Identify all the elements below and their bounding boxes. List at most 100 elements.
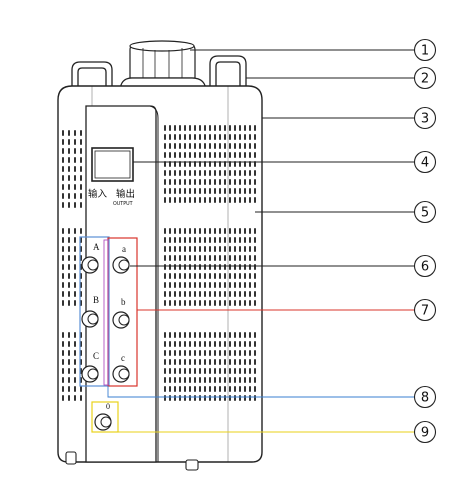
vent-slot xyxy=(164,273,166,279)
carry-handle-right xyxy=(209,55,247,90)
vent-slot xyxy=(234,264,236,270)
vent-slot xyxy=(169,197,171,203)
vent-slot xyxy=(62,255,64,261)
callout-3: 3 xyxy=(413,106,437,130)
vent-slot xyxy=(244,197,246,203)
vent-slot xyxy=(62,130,64,136)
vent-slot xyxy=(249,170,251,176)
vent-slot xyxy=(239,134,241,140)
vent-slot xyxy=(164,377,166,383)
vent-slot xyxy=(80,175,82,181)
vent-slot xyxy=(214,125,216,131)
vent-slot xyxy=(239,228,241,234)
vent-slot xyxy=(224,228,226,234)
vent-slot xyxy=(184,246,186,252)
vent-slot xyxy=(169,377,171,383)
vent-slot xyxy=(229,161,231,167)
vent-slot xyxy=(229,125,231,131)
vent-slot xyxy=(68,300,70,306)
vent-slot xyxy=(214,228,216,234)
vent-slot xyxy=(80,139,82,145)
vent-slot xyxy=(68,228,70,234)
vent-slot xyxy=(229,255,231,261)
vent-slot xyxy=(169,246,171,252)
vent-slot xyxy=(169,341,171,347)
vent-slot xyxy=(174,255,176,261)
vent-slot xyxy=(234,300,236,306)
vent-slot xyxy=(179,395,181,401)
svg-text:5: 5 xyxy=(421,206,429,221)
vent-slot xyxy=(204,282,206,288)
vent-slot xyxy=(204,368,206,374)
vent-slot xyxy=(164,282,166,288)
vent-slot xyxy=(209,143,211,149)
vent-slot xyxy=(169,152,171,158)
vent-slot xyxy=(174,264,176,270)
vent-slot xyxy=(234,332,236,338)
vent-slot xyxy=(254,161,256,167)
callout-1: 1 xyxy=(413,38,437,62)
vent-slot xyxy=(62,246,64,252)
binding-post-B xyxy=(81,310,99,328)
vent-slot xyxy=(194,161,196,167)
vent-slot xyxy=(249,350,251,356)
vent-slot xyxy=(249,161,251,167)
vent-slot xyxy=(199,264,201,270)
vent-slot xyxy=(249,395,251,401)
svg-text:7: 7 xyxy=(421,304,429,319)
vent-slot xyxy=(229,395,231,401)
vent-slot xyxy=(254,197,256,203)
binding-post-C xyxy=(81,365,99,383)
vent-slot xyxy=(62,175,64,181)
vent-slot xyxy=(74,184,76,190)
vent-slot xyxy=(234,291,236,297)
vent-slot xyxy=(254,134,256,140)
vent-slot xyxy=(239,197,241,203)
vent-slot xyxy=(244,170,246,176)
vent-slot xyxy=(74,228,76,234)
vent-slot xyxy=(214,143,216,149)
vent-slot xyxy=(194,300,196,306)
vent-slot xyxy=(219,359,221,365)
vent-slot xyxy=(62,193,64,199)
vent-slot xyxy=(199,273,201,279)
vent-slot xyxy=(179,291,181,297)
vent-slot xyxy=(179,264,181,270)
vent-slot xyxy=(209,359,211,365)
vent-slot xyxy=(199,255,201,261)
vent-slot xyxy=(214,161,216,167)
vent-slot xyxy=(199,386,201,392)
vent-slot xyxy=(229,368,231,374)
vent-slot xyxy=(74,175,76,181)
vent-slot xyxy=(174,134,176,140)
vent-slot xyxy=(209,179,211,185)
vent-slot xyxy=(174,395,176,401)
vent-slot xyxy=(219,125,221,131)
vent-slot xyxy=(219,237,221,243)
vent-slot xyxy=(62,228,64,234)
vent-slot xyxy=(219,291,221,297)
vent-slot xyxy=(199,152,201,158)
vent-slot xyxy=(204,125,206,131)
vent-slot xyxy=(234,179,236,185)
vent-slot xyxy=(194,368,196,374)
vent-slot xyxy=(194,377,196,383)
vent-slot xyxy=(68,332,70,338)
vent-slot xyxy=(254,125,256,131)
vent-slot xyxy=(219,134,221,140)
vent-slot xyxy=(219,300,221,306)
callout-8: 8 xyxy=(413,385,437,409)
vent-slot xyxy=(239,386,241,392)
vent-slot xyxy=(80,130,82,136)
vent-slot xyxy=(214,197,216,203)
vent-slot xyxy=(194,282,196,288)
vent-slot xyxy=(234,152,236,158)
callout-5: 5 xyxy=(413,200,437,224)
vent-slot xyxy=(204,300,206,306)
vent-slot xyxy=(204,273,206,279)
callout-6: 6 xyxy=(413,254,437,278)
vent-slot xyxy=(179,197,181,203)
vent-slot xyxy=(164,228,166,234)
vent-slot xyxy=(224,332,226,338)
